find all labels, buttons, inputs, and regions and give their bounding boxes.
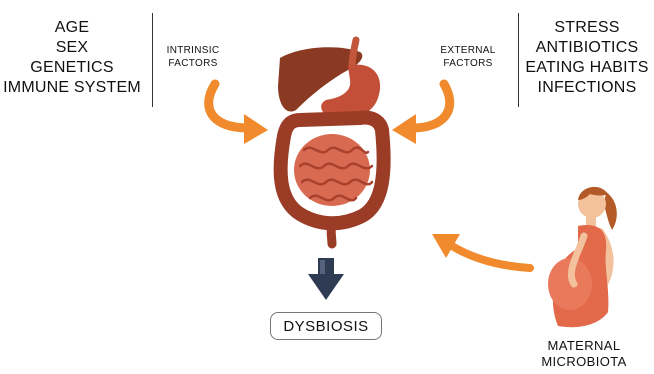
maternal-arrow [432, 234, 530, 268]
digestive-system-icon [278, 40, 384, 244]
dysbiosis-box: DYSBIOSIS [270, 312, 382, 340]
maternal-microbiota-label: MATERNAL MICROBIOTA [534, 338, 634, 370]
down-arrow-icon [308, 258, 344, 300]
intrinsic-arrow [209, 84, 268, 144]
external-arrow [392, 84, 450, 144]
pregnant-woman-icon [548, 187, 617, 327]
